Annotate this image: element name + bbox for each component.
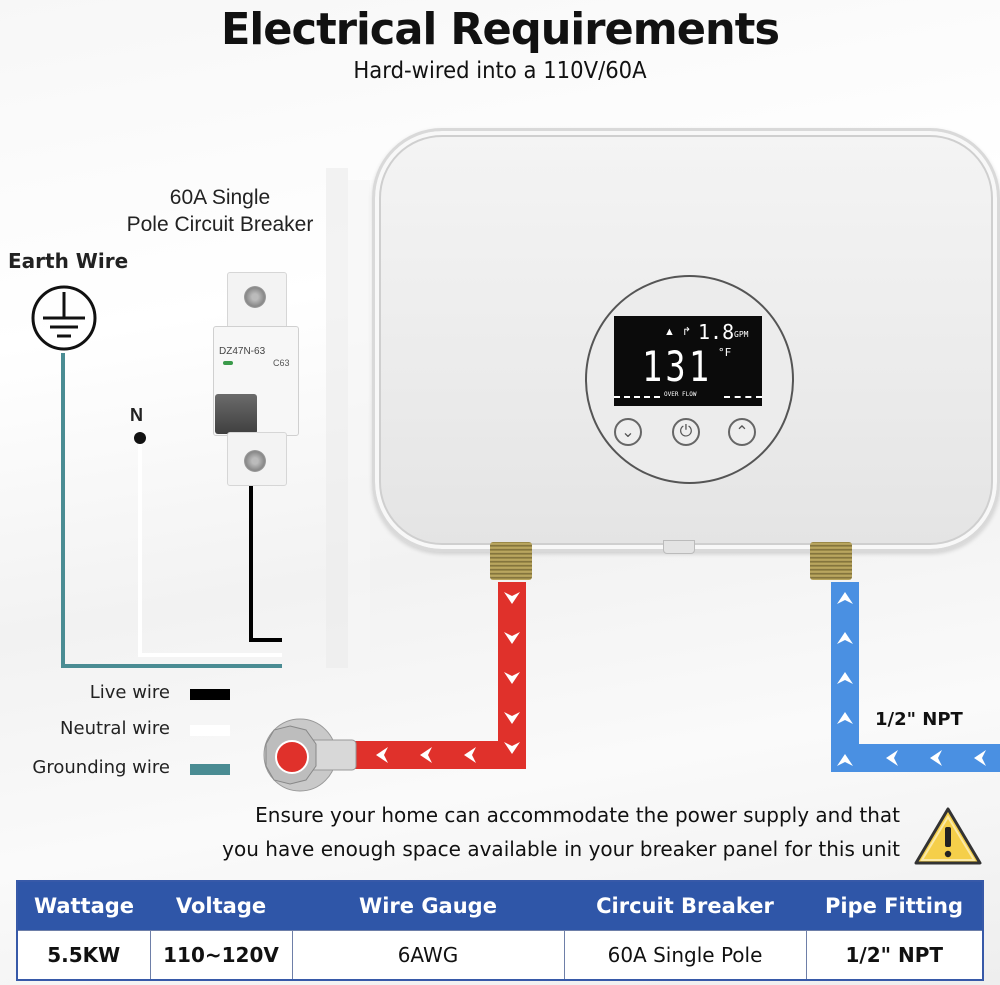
temperature-unit: °F — [718, 346, 732, 359]
flow-arrow-left — [886, 750, 898, 766]
header-circuit-breaker: Circuit Breaker — [564, 881, 806, 931]
breaker-indicator — [223, 361, 233, 365]
note-line1: Ensure your home can accommodate the pow… — [255, 803, 900, 827]
header-wattage: Wattage — [17, 881, 150, 931]
warning-triangle-icon — [914, 807, 982, 865]
flow-value: 1.8 — [698, 320, 735, 344]
breaker-label: 60A Single Pole Circuit Breaker — [100, 184, 340, 238]
page-title: Electrical Requirements — [220, 4, 780, 55]
flow-arrow-down — [504, 632, 520, 644]
flow-arrow-left — [420, 747, 432, 763]
backdrop-panel — [326, 168, 348, 668]
flow-arrow-down — [504, 742, 520, 754]
neutral-terminal-label: N — [130, 405, 143, 425]
pipe-size-label: 1/2" NPT — [875, 709, 963, 730]
spec-table: Wattage Voltage Wire Gauge Circuit Break… — [16, 880, 984, 981]
note-line2: you have enough space available in your … — [222, 837, 900, 861]
status-text: OVER FLOW — [664, 391, 697, 398]
cell-circuit-breaker: 60A Single Pole — [563, 930, 806, 980]
hot-water-pipe — [340, 582, 526, 769]
wire-legend: Live wire Neutral wire Grounding wire — [0, 680, 240, 790]
ground-symbol-icon — [31, 285, 97, 351]
temperature-value: 131 — [642, 342, 713, 391]
breaker-rating: C63 — [273, 358, 290, 368]
flow-arrow-left — [376, 747, 388, 763]
flow-arrow-down — [504, 592, 520, 604]
dash-line — [724, 396, 762, 398]
flow-arrow-up — [837, 592, 853, 604]
dash-line — [614, 396, 660, 398]
flow-arrow-left — [464, 747, 476, 763]
mounting-tab — [663, 540, 695, 554]
hot-outlet-fitting — [490, 542, 532, 580]
flow-arrow-down — [504, 672, 520, 684]
shower-icon: ↱ — [682, 326, 692, 338]
legend-swatch-live — [190, 689, 230, 700]
lcd-display: ▲ ↱ 1.8 GPM 131 °F OVER FLOW — [614, 316, 762, 406]
breaker-label-line1: 60A Single — [169, 186, 271, 209]
breaker-label-line2: Pole Circuit Breaker — [126, 213, 314, 236]
temp-up-button[interactable]: ⌃ — [728, 418, 756, 446]
flow-arrow-up — [837, 712, 853, 724]
water-valve-icon — [263, 718, 357, 792]
power-button[interactable]: ⏻ — [672, 418, 700, 446]
flow-arrow-up — [837, 632, 853, 644]
cell-wire-gauge: 6AWG — [291, 930, 564, 980]
spec-table-header-row: Wattage Voltage Wire Gauge Circuit Break… — [17, 881, 983, 931]
flame-icon: ▲ — [664, 326, 675, 338]
circuit-breaker: DZ47N-63 C63 — [213, 272, 299, 486]
screw-icon — [244, 286, 266, 308]
legend-swatch-neutral — [190, 725, 230, 736]
header-wire-gauge: Wire Gauge — [292, 881, 564, 931]
flow-arrow-left — [930, 750, 942, 766]
header-voltage: Voltage — [150, 881, 292, 931]
power-supply-note: Ensure your home can accommodate the pow… — [100, 798, 900, 866]
header-pipe-fitting: Pipe Fitting — [806, 881, 983, 931]
flow-unit: GPM — [734, 330, 749, 339]
breaker-model: DZ47N-63 — [219, 346, 266, 357]
earth-wire-label: Earth Wire — [8, 249, 129, 273]
legend-label-neutral: Neutral wire — [60, 718, 170, 739]
cell-voltage: 110~120V — [149, 930, 292, 980]
spec-table-row: 5.5KW 110~120V 6AWG 60A Single Pole 1/2"… — [17, 930, 983, 980]
legend-swatch-ground — [190, 764, 230, 775]
breaker-switch[interactable] — [215, 394, 257, 434]
screw-icon — [244, 450, 266, 472]
cell-pipe-fitting: 1/2" NPT — [805, 930, 983, 980]
page-subtitle: Hard-wired into a 110V/60A — [353, 58, 647, 84]
temp-down-button[interactable]: ⌄ — [614, 418, 642, 446]
flow-arrow-up — [837, 672, 853, 684]
flow-arrow-down — [504, 712, 520, 724]
hot-flow-arrows — [376, 592, 520, 763]
cold-inlet-fitting — [810, 542, 852, 580]
cell-wattage: 5.5KW — [17, 930, 150, 980]
backdrop-panel — [348, 180, 370, 660]
flow-arrow-left — [974, 750, 986, 766]
legend-label-ground: Grounding wire — [32, 757, 170, 778]
cold-water-pipe — [831, 582, 1000, 772]
cold-flow-arrows — [837, 592, 986, 766]
flow-arrow-up — [837, 754, 853, 766]
legend-label-live: Live wire — [89, 682, 170, 703]
